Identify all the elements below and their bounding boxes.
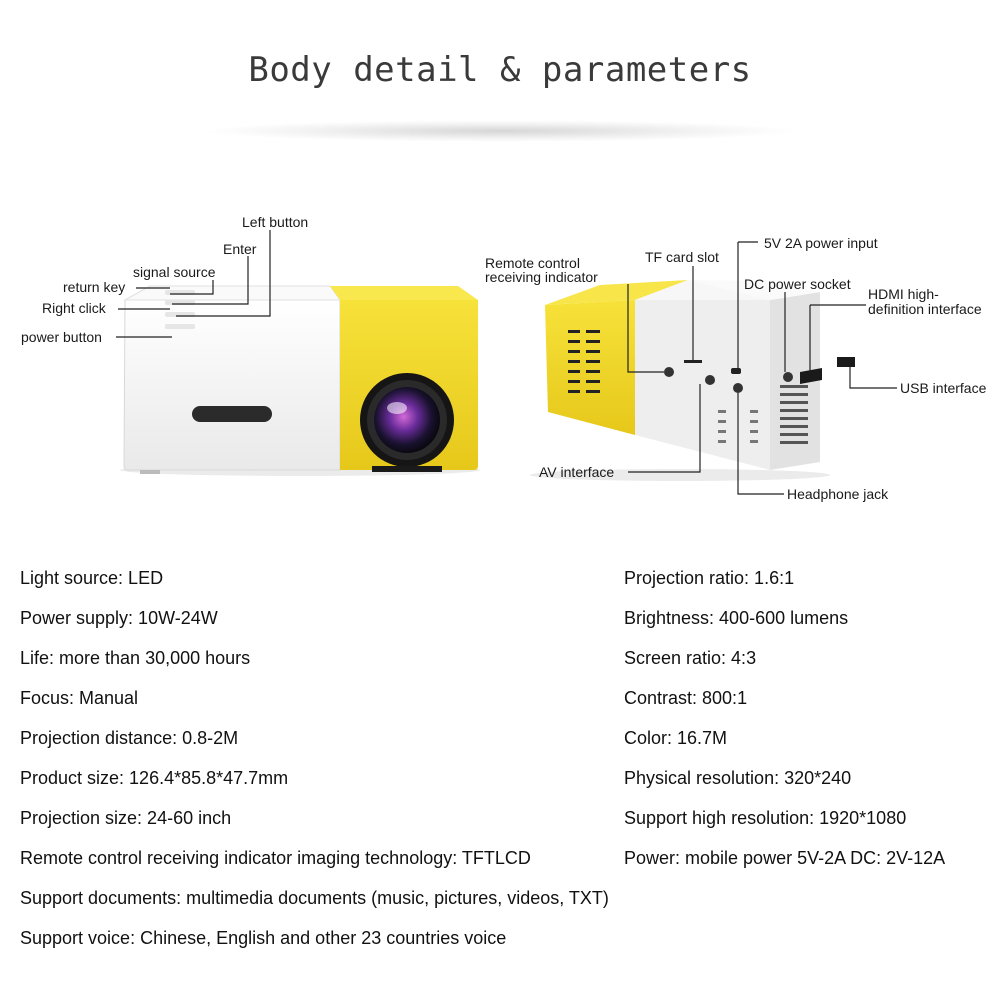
rear-projector [530, 280, 855, 481]
label-hdmi-line1: HDMI high- [868, 286, 939, 302]
label-headphone-jack: Headphone jack [787, 486, 889, 502]
lens-icon [374, 387, 440, 453]
spec-left-item: Life: more than 30,000 hours [20, 648, 251, 668]
spec-left-item: Focus: Manual [20, 688, 139, 708]
rear-callouts [627, 241, 897, 495]
remote-sensor-icon [664, 367, 674, 377]
spec-left-item: Support documents: multimedia documents … [20, 888, 609, 908]
label-dc-power-socket: DC power socket [744, 276, 851, 292]
spec-left-item: Projection distance: 0.8-2M [20, 728, 239, 748]
headphone-port-icon [733, 383, 743, 393]
label-power-input: 5V 2A power input [764, 235, 878, 251]
label-remote-indicator-line2: receiving indicator [485, 269, 598, 285]
spec-left-item: Power supply: 10W-24W [20, 608, 218, 628]
spec-right-item: Power: mobile power 5V-2A DC: 2V-12A [624, 848, 946, 868]
spec-left-item: Projection size: 24-60 inch [20, 808, 232, 828]
spec-left-item: Product size: 126.4*85.8*47.7mm [20, 768, 289, 788]
label-return-key: return key [63, 279, 125, 295]
label-power-button: power button [21, 329, 102, 345]
spec-left-item: Remote control receiving indicator imagi… [20, 848, 531, 868]
title-shadow [200, 120, 800, 142]
spec-right-item: Color: 16.7M [624, 728, 728, 748]
spec-right-item: Projection ratio: 1.6:1 [624, 568, 795, 588]
label-signal-source: signal source [133, 264, 216, 280]
page-title: Body detail & parameters [248, 50, 752, 90]
label-hdmi-line2: definition interface [868, 301, 982, 317]
label-enter: Enter [223, 241, 257, 257]
spec-left-item: Support voice: Chinese, English and othe… [20, 928, 507, 948]
tf-slot-icon [684, 360, 702, 363]
av-port-icon [705, 375, 715, 385]
projector-figure: Left button Enter signal source return k… [21, 214, 987, 502]
front-callouts [116, 230, 271, 338]
hdmi-port-icon [800, 368, 822, 384]
spec-right-item: Physical resolution: 320*240 [624, 768, 852, 788]
label-left-button: Left button [242, 214, 308, 230]
spec-right-item: Screen ratio: 4:3 [624, 648, 757, 668]
label-usb-interface: USB interface [900, 380, 987, 396]
label-av-interface: AV interface [539, 464, 614, 480]
spec-right-item: Contrast: 800:1 [624, 688, 748, 708]
label-remote-indicator-line1: Remote control [485, 255, 580, 271]
front-projector [120, 285, 480, 476]
spec-right-item: Brightness: 400-600 lumens [624, 608, 849, 628]
dc-socket-icon [783, 372, 793, 382]
label-tf-card-slot: TF card slot [645, 249, 719, 265]
label-right-click: Right click [42, 300, 107, 316]
usb-port-icon [837, 357, 855, 367]
micro-usb-icon [731, 368, 741, 374]
spec-left-item: Light source: LED [20, 568, 164, 588]
spec-right-item: Support high resolution: 1920*1080 [624, 808, 907, 828]
